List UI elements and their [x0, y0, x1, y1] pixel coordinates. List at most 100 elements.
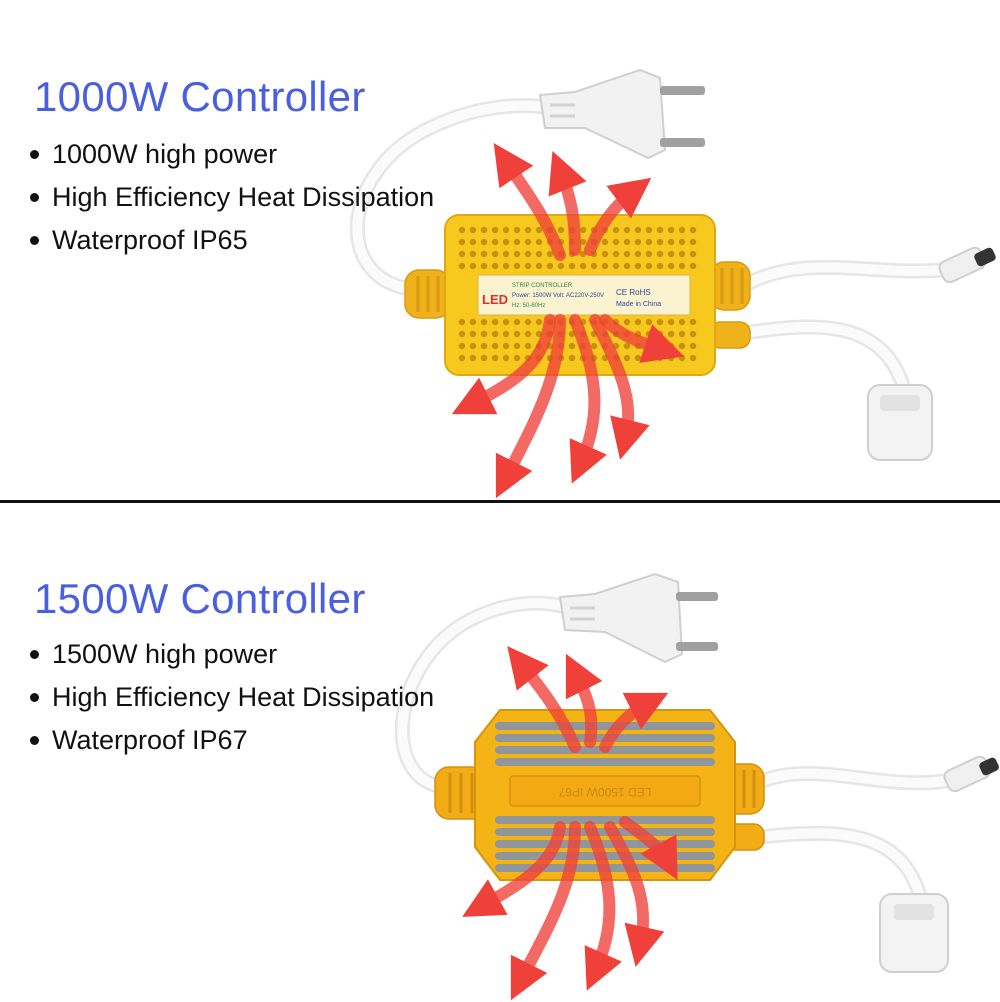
vent-hole — [491, 238, 499, 246]
vent-hole — [678, 238, 686, 246]
vent-hole — [623, 250, 631, 258]
controller-1500w-illustration: LED 1500W IP67 — [395, 572, 999, 1001]
vent-hole — [656, 250, 664, 258]
vent-hole — [469, 238, 477, 246]
vent-hole — [601, 238, 609, 246]
panel-1500w: LED 1500W IP67 1500W Controller 1500W hi… — [0, 502, 1000, 1002]
vent-hole — [491, 262, 499, 270]
vent-hole — [689, 238, 697, 246]
vent-hole — [502, 250, 510, 258]
vent-hole — [689, 354, 697, 362]
vent-hole — [458, 342, 466, 350]
vent-hole — [678, 330, 686, 338]
vent-hole — [645, 318, 653, 326]
vent-hole — [513, 354, 521, 362]
vent-hole — [645, 354, 653, 362]
vent-hole — [480, 238, 488, 246]
vent-hole — [502, 354, 510, 362]
power-plug-icon — [538, 68, 705, 160]
svg-text:Hz: 50-60Hz: Hz: 50-60Hz — [512, 303, 545, 309]
vent-hole — [590, 262, 598, 270]
vent-hole — [678, 342, 686, 350]
vent-hole — [458, 226, 466, 234]
heat-dissipation-arrows — [451, 143, 685, 499]
vent-hole — [667, 250, 675, 258]
vent-hole — [535, 250, 543, 258]
vent-hole — [689, 262, 697, 270]
feature-list-1000w: 1000W high power High Efficiency Heat Di… — [26, 133, 434, 262]
page-title-1000w: 1000W Controller — [34, 73, 366, 120]
vent-hole — [480, 354, 488, 362]
feature-item: Waterproof IP65 — [26, 219, 434, 262]
vent-hole — [623, 238, 631, 246]
vent-hole — [513, 238, 521, 246]
vent-hole — [524, 342, 532, 350]
feature-list-1500w: 1500W high power High Efficiency Heat Di… — [26, 633, 434, 762]
vent-hole — [678, 318, 686, 326]
vent-hole — [524, 330, 532, 338]
vent-hole — [667, 238, 675, 246]
vent-hole — [513, 262, 521, 270]
heat-sink-fin — [495, 758, 715, 766]
vent-hole — [623, 354, 631, 362]
vent-hole — [667, 354, 675, 362]
vent-hole — [469, 330, 477, 338]
vent-hole — [689, 250, 697, 258]
svg-text:CE RoHS: CE RoHS — [616, 288, 651, 297]
feature-item: High Efficiency Heat Dissipation — [26, 176, 434, 219]
heat-dissipation-arrows — [462, 646, 678, 1001]
vent-hole — [491, 250, 499, 258]
vent-hole — [491, 354, 499, 362]
vent-hole — [634, 262, 642, 270]
vent-hole — [678, 226, 686, 234]
vent-hole — [491, 226, 499, 234]
vent-hole — [623, 318, 631, 326]
vent-hole — [469, 262, 477, 270]
vent-hole — [623, 262, 631, 270]
vent-hole — [579, 262, 587, 270]
vent-hole — [469, 226, 477, 234]
feature-item: 1000W high power — [26, 133, 434, 176]
vent-hole — [502, 238, 510, 246]
vent-hole — [656, 262, 664, 270]
vent-hole — [557, 226, 565, 234]
vent-hole — [491, 330, 499, 338]
vent-hole — [689, 342, 697, 350]
panel-1000w: LED STRIP CONTROLLER Power: 1500W Volt: … — [0, 0, 1000, 500]
vent-hole — [524, 318, 532, 326]
vent-hole — [612, 238, 620, 246]
vent-hole — [645, 238, 653, 246]
vent-hole — [634, 318, 642, 326]
heat-sink-fin — [495, 816, 715, 824]
vent-hole — [623, 226, 631, 234]
vent-hole — [601, 262, 609, 270]
vent-hole — [513, 318, 521, 326]
vent-hole — [689, 330, 697, 338]
feature-item: High Efficiency Heat Dissipation — [26, 676, 434, 719]
vent-hole — [634, 354, 642, 362]
vent-hole — [469, 318, 477, 326]
vent-hole — [568, 342, 576, 350]
vent-hole — [469, 342, 477, 350]
vent-hole — [524, 250, 532, 258]
vent-hole — [667, 262, 675, 270]
section-divider — [0, 500, 1000, 503]
vent-hole — [491, 342, 499, 350]
vent-hole — [656, 330, 664, 338]
vent-hole — [535, 226, 543, 234]
vent-hole — [568, 262, 576, 270]
feature-item: 1500W high power — [26, 633, 434, 676]
vent-hole — [458, 250, 466, 258]
svg-text:Power: 1500W Volt: AC220V-250: Power: 1500W Volt: AC220V-250V — [512, 293, 604, 299]
svg-text:LED 1500W IP67: LED 1500W IP67 — [558, 785, 651, 799]
vent-hole — [458, 262, 466, 270]
vent-hole — [678, 262, 686, 270]
vent-hole — [524, 238, 532, 246]
vent-hole — [458, 238, 466, 246]
vent-hole — [502, 318, 510, 326]
vent-hole — [689, 318, 697, 326]
vent-hole — [557, 262, 565, 270]
vent-hole — [513, 330, 521, 338]
heat-sink-fin — [495, 828, 715, 836]
vent-hole — [502, 342, 510, 350]
